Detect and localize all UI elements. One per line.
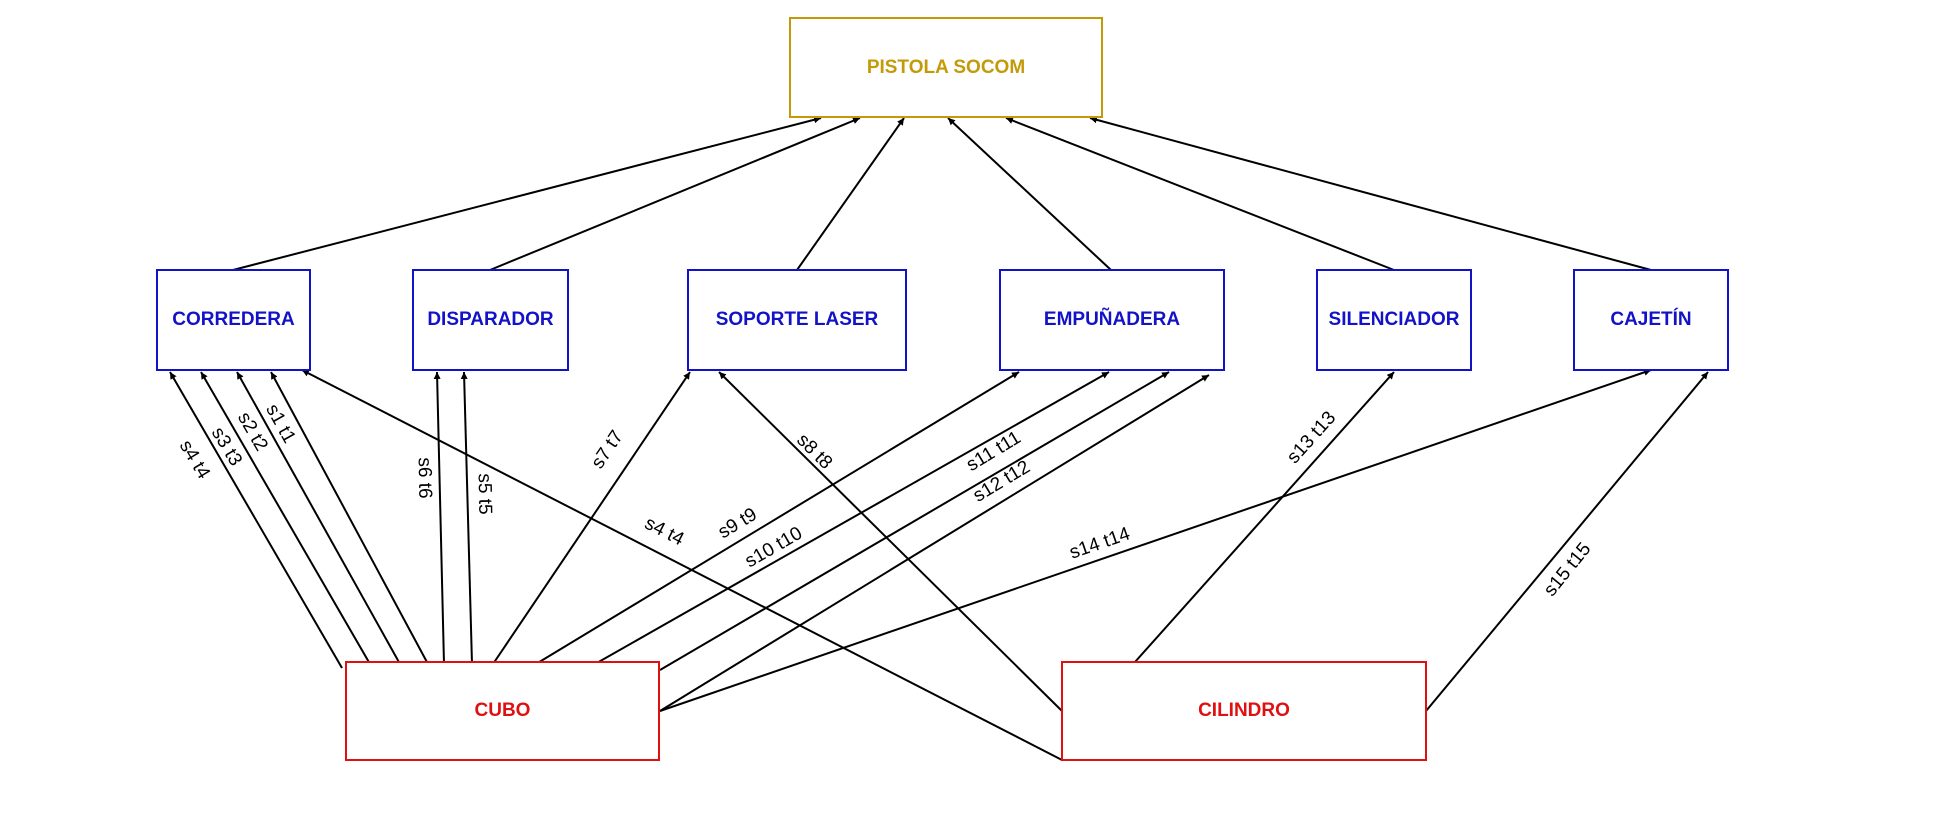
node-label: EMPUÑADERA bbox=[1044, 308, 1180, 330]
edge-label: s6 t6 bbox=[414, 457, 436, 499]
node-cubo[interactable]: CUBO bbox=[345, 661, 660, 761]
edge-label: s5 t5 bbox=[474, 473, 496, 515]
edge-arrow bbox=[232, 116, 822, 271]
edge-arrow bbox=[460, 371, 473, 665]
edge-arrow bbox=[947, 117, 1112, 271]
node-label: PISTOLA SOCOM bbox=[867, 57, 1025, 78]
node-box bbox=[1061, 661, 1427, 761]
node-label: SILENCIADOR bbox=[1329, 309, 1460, 330]
edge-label: s4 t4 bbox=[641, 513, 688, 551]
edge-arrow bbox=[796, 117, 905, 271]
edge-arrow bbox=[433, 371, 445, 665]
edge-arrow bbox=[587, 371, 1110, 669]
node-disparador[interactable]: DISPARADOR bbox=[412, 269, 569, 371]
node-cilindro[interactable]: CILINDRO bbox=[1061, 661, 1427, 761]
node-empunadera[interactable]: EMPUÑADERA bbox=[999, 269, 1225, 371]
node-box bbox=[999, 269, 1225, 371]
node-label: CUBO bbox=[475, 700, 531, 721]
node-box bbox=[789, 17, 1103, 118]
node-box bbox=[1573, 269, 1729, 371]
edge-arrow bbox=[659, 371, 1170, 671]
node-cajetin[interactable]: CAJETÍN bbox=[1573, 269, 1729, 371]
node-label: CAJETÍN bbox=[1610, 308, 1691, 330]
edge-label: s13 t13 bbox=[1283, 407, 1340, 467]
node-box bbox=[412, 269, 569, 371]
edge-arrow bbox=[659, 374, 1210, 712]
node-label: CORREDERA bbox=[172, 309, 295, 330]
node-box bbox=[1316, 269, 1472, 371]
edge-label: s4 t4 bbox=[175, 437, 214, 483]
edge-label: s15 t15 bbox=[1540, 539, 1596, 601]
edge-arrow bbox=[718, 371, 1063, 712]
nodes-layer: PISTOLA SOCOM CORREDERA DISPARADOR SOPOR… bbox=[156, 17, 1729, 761]
edge-arrow bbox=[270, 371, 429, 665]
edge-arrow bbox=[236, 371, 401, 665]
edge-label: s7 t7 bbox=[587, 427, 627, 473]
edge-arrow bbox=[169, 371, 343, 669]
edge-arrow bbox=[535, 371, 1020, 665]
edge-arrow bbox=[200, 371, 371, 665]
edge-arrow bbox=[1089, 116, 1652, 271]
node-soporte-laser[interactable]: SOPORTE LASER bbox=[687, 269, 907, 371]
edge-label: s14 t14 bbox=[1067, 523, 1133, 563]
edge-arrow bbox=[659, 368, 1652, 712]
edge-arrow bbox=[301, 369, 1063, 761]
node-corredera[interactable]: CORREDERA bbox=[156, 269, 311, 371]
edge-arrow bbox=[1005, 117, 1395, 271]
edge-arrow bbox=[1425, 371, 1709, 712]
node-box bbox=[345, 661, 660, 761]
node-label: CILINDRO bbox=[1198, 700, 1290, 721]
node-box bbox=[156, 269, 311, 371]
edge-label: s9 t9 bbox=[715, 504, 761, 543]
node-pistola-socom[interactable]: PISTOLA SOCOM bbox=[789, 17, 1103, 118]
edge-arrow bbox=[489, 117, 861, 271]
node-silenciador[interactable]: SILENCIADOR bbox=[1316, 269, 1472, 371]
edge-arrow bbox=[1134, 371, 1395, 663]
node-box bbox=[687, 269, 907, 371]
node-label: DISPARADOR bbox=[427, 309, 554, 330]
edge-label: s10 t10 bbox=[742, 523, 806, 572]
node-label: SOPORTE LASER bbox=[716, 309, 879, 330]
